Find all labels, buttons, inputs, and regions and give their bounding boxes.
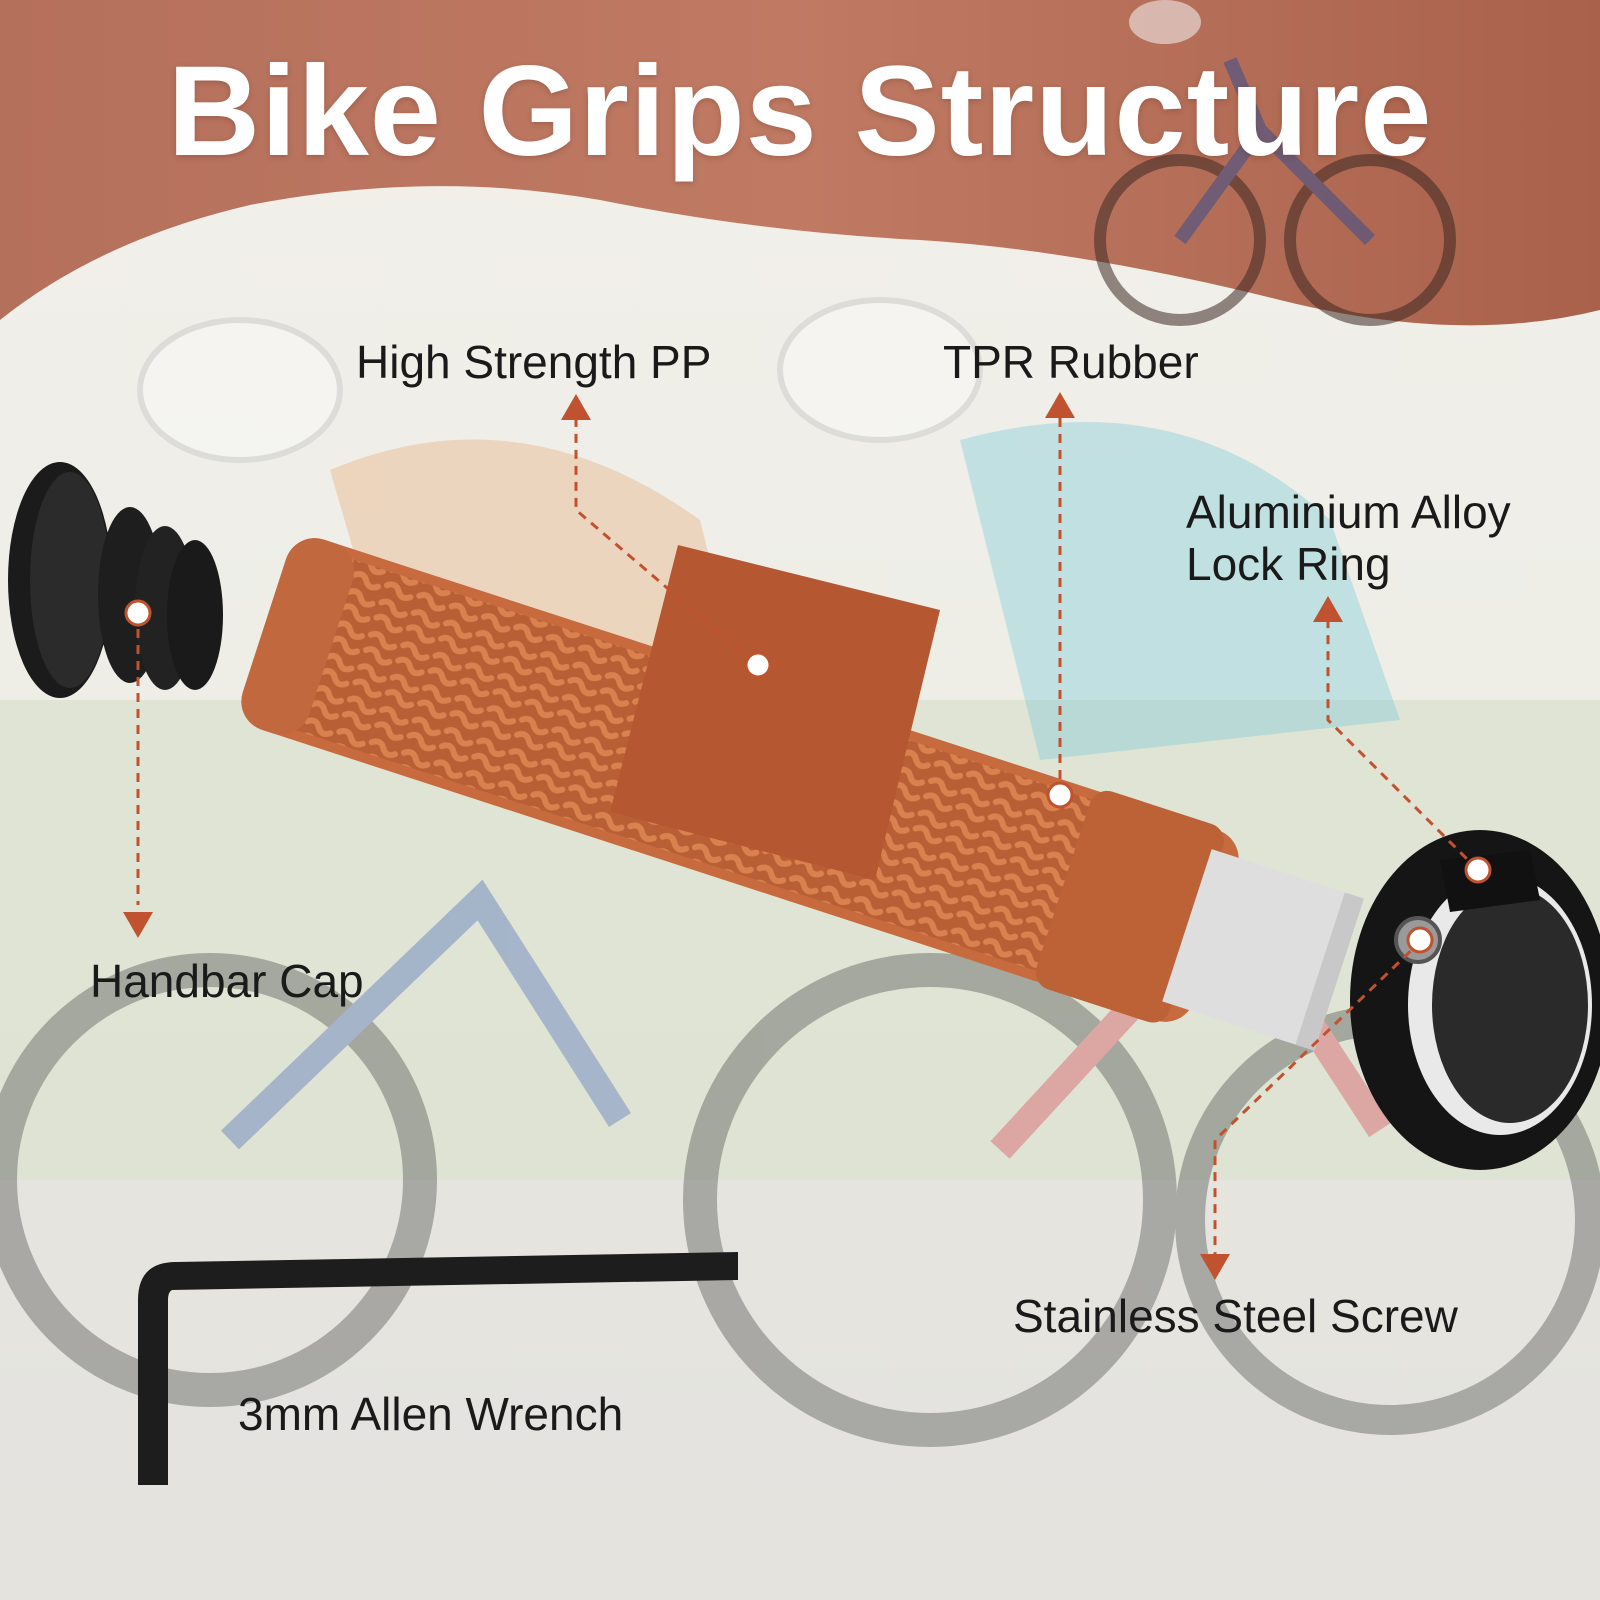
arrow-tpr — [1045, 392, 1075, 418]
arrow-pp — [561, 394, 591, 420]
label-handbar-cap: Handbar Cap — [90, 955, 364, 1007]
pp-core-cutaway — [610, 545, 940, 880]
label-aluminium-lock-ring: Aluminium Alloy Lock Ring — [1186, 486, 1511, 590]
label-tpr-rubber: TPR Rubber — [943, 336, 1199, 388]
arrow-aluminium — [1313, 596, 1343, 622]
handlebar-cap — [8, 462, 223, 698]
leader-aluminium — [1326, 615, 1480, 872]
marker-pp — [744, 651, 772, 679]
marker-cap — [124, 599, 152, 627]
banner-cyclist — [1094, 0, 1456, 326]
arrow-heads — [123, 392, 1343, 1280]
marker-aluminium — [1464, 856, 1492, 884]
marker-dots — [124, 599, 1492, 954]
allen-wrench — [138, 1252, 738, 1485]
marker-tpr — [1046, 781, 1074, 809]
arrow-cap — [123, 912, 153, 938]
page-title: Bike Grips Structure — [167, 40, 1433, 183]
label-aluminium-line2: Lock Ring — [1186, 538, 1391, 590]
lock-ring — [1350, 830, 1600, 1170]
label-allen-wrench: 3mm Allen Wrench — [238, 1388, 624, 1440]
marker-screw — [1406, 926, 1434, 954]
arrow-screw — [1200, 1254, 1230, 1280]
label-stainless-steel-screw: Stainless Steel Screw — [1013, 1290, 1458, 1342]
label-aluminium-line1: Aluminium Alloy — [1186, 486, 1511, 538]
leader-lines — [136, 410, 1480, 1258]
label-high-strength-pp: High Strength PP — [356, 336, 712, 388]
background-road — [0, 1180, 1600, 1600]
title-banner — [0, 0, 1600, 326]
